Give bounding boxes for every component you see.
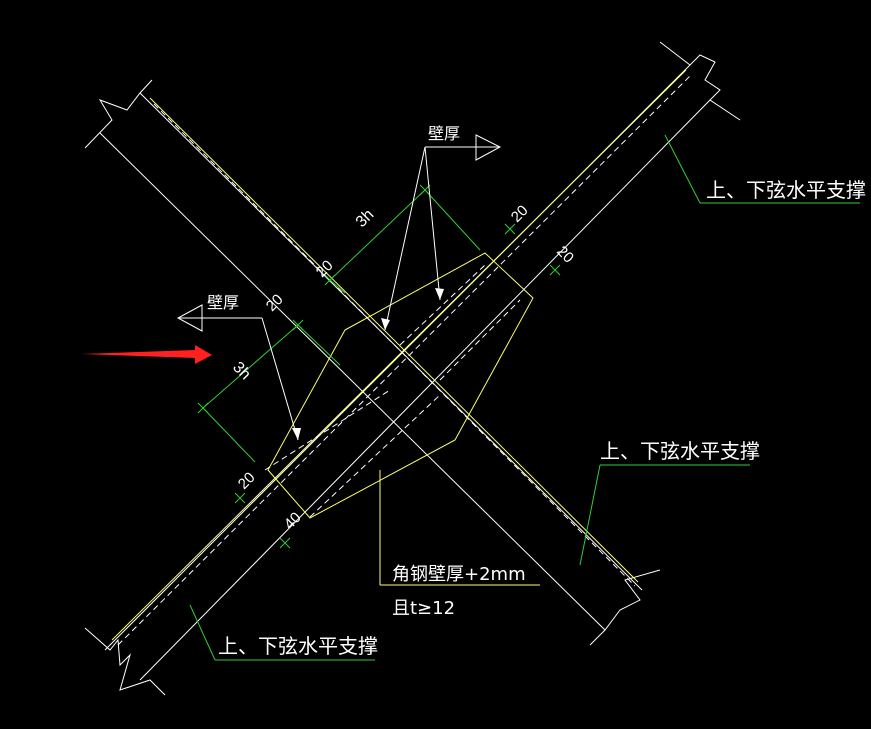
label-wall-left: 壁厚 <box>207 293 239 312</box>
dim-20-e: 20 <box>235 469 259 493</box>
label-brace-top-right: 上、下弦水平支撑 <box>706 178 866 202</box>
dim-20-b: 20 <box>508 202 532 226</box>
wall-thickness-leaders <box>176 134 502 441</box>
label-brace-mid-right: 上、下弦水平支撑 <box>600 439 760 463</box>
gusset-plate <box>264 252 540 586</box>
dim-20-d: 20 <box>263 291 287 315</box>
label-wall-top: 壁厚 <box>428 124 460 143</box>
dim-3h-top: 3h <box>353 206 378 231</box>
dimension-lines <box>189 134 860 661</box>
label-gusset-note-1: 角钢壁厚+2mm <box>392 564 526 585</box>
dim-3h-left: 3h <box>229 359 254 384</box>
member-b-inner <box>111 69 691 646</box>
dim-20-c: 20 <box>553 243 577 267</box>
dim-40: 40 <box>281 509 305 533</box>
member-a-inner <box>149 97 639 587</box>
member-a <box>84 79 661 646</box>
label-gusset-note-2: 且t≥12 <box>392 598 455 619</box>
red-arrow <box>82 345 212 364</box>
label-brace-bottom-left: 上、下弦水平支撑 <box>218 634 378 658</box>
leader-arrowheads <box>292 288 444 440</box>
